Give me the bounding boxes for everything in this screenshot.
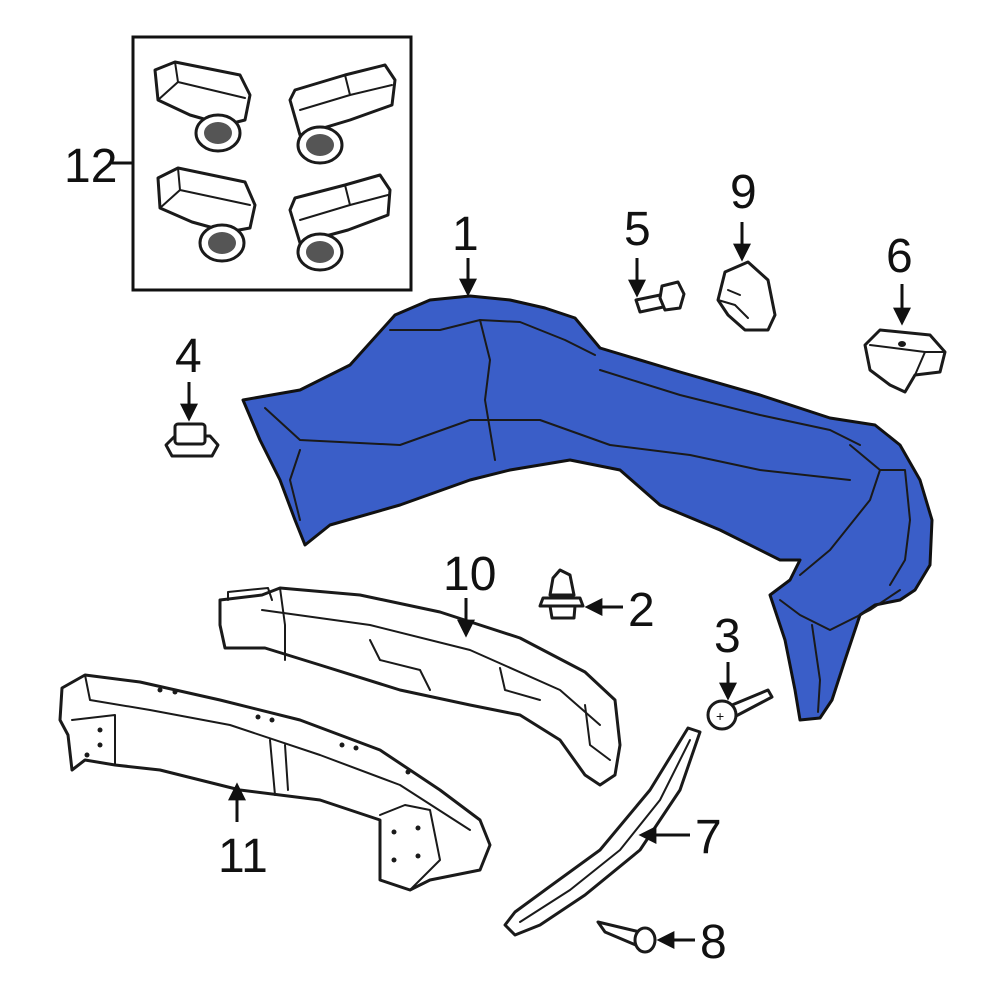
part-12-sensor-kit[interactable]: 12: [64, 35, 413, 292]
callout-10: 10: [443, 548, 496, 601]
part-1-bumper-cover[interactable]: 1: [241, 208, 934, 722]
park-sensor-icon: [288, 173, 392, 272]
part-2-push-pin[interactable]: 2: [538, 568, 655, 637]
park-sensor-icon: [156, 166, 257, 263]
part-10-absorber[interactable]: 10: [218, 548, 622, 787]
park-sensor-icon: [288, 63, 397, 165]
bumper-cover-shape: [241, 294, 934, 722]
callout-1: 1: [452, 208, 479, 261]
callout-7: 7: [695, 811, 722, 864]
callout-12: 12: [64, 140, 117, 193]
callout-5: 5: [624, 203, 651, 256]
part-5-bolt[interactable]: 5: [624, 203, 686, 314]
park-sensor-icon: [153, 60, 252, 153]
part-11-reinforcement[interactable]: 11: [58, 673, 492, 892]
callout-6: 6: [886, 230, 913, 283]
callout-4: 4: [175, 330, 202, 383]
part-8-screw[interactable]: 8: [596, 916, 727, 969]
part-6-guide[interactable]: 6: [863, 230, 947, 394]
callout-3: 3: [714, 610, 741, 663]
svg-text:+: +: [716, 708, 724, 724]
part-7-retainer-strip[interactable]: 7: [503, 726, 722, 937]
callout-2: 2: [628, 584, 655, 637]
part-3-pin[interactable]: + 3: [706, 610, 774, 731]
bolt-holes: [84, 687, 421, 863]
part-9-bracket[interactable]: 9: [716, 166, 777, 332]
callout-9: 9: [730, 166, 757, 219]
part-4-retainer[interactable]: 4: [164, 330, 220, 458]
callout-8: 8: [700, 916, 727, 969]
callout-11: 11: [218, 830, 268, 883]
